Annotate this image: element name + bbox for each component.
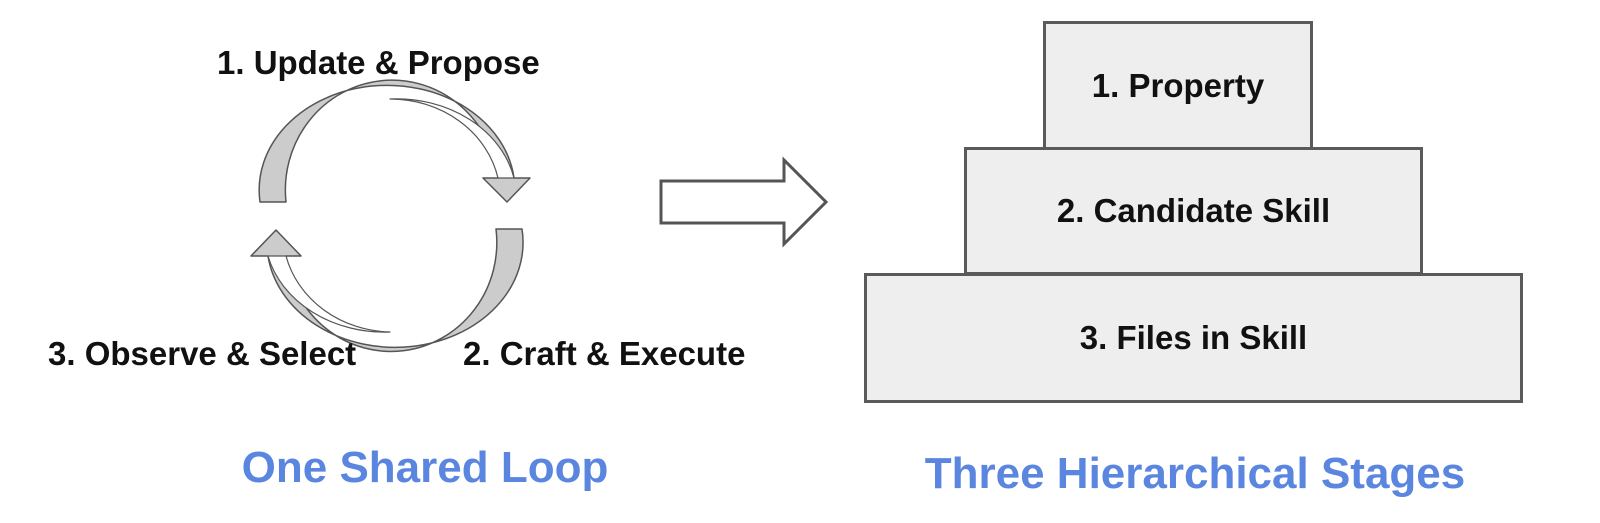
loop-step-3-label: 3. Observe & Select (48, 335, 357, 372)
cycle-arrow-bottom-highlight (267, 255, 391, 333)
cycle-arrows-icon (250, 79, 531, 353)
right-arrow-icon (659, 156, 829, 248)
stage-tier-1-label: 1. Property (1091, 66, 1265, 104)
cycle-arrow-top (258, 79, 531, 203)
loop-caption: One Shared Loop (241, 443, 609, 492)
cycle-arrow-bottom (250, 228, 524, 353)
stages-caption: Three Hierarchical Stages (924, 449, 1466, 498)
loop-step-1-label: 1. Update & Propose (217, 44, 540, 81)
loop-step-2-label: 2. Craft & Execute (463, 335, 746, 372)
cycle-arrow-top-highlight (389, 98, 515, 179)
stage-tier-2-label: 2. Candidate Skill (1056, 192, 1331, 229)
stage-tier-3: 3. Files in Skill (864, 273, 1523, 403)
stage-tier-1: 1. Property (1043, 21, 1313, 150)
stage-tier-2: 2. Candidate Skill (964, 147, 1423, 275)
stage-tier-3-label: 3. Files in Skill (1079, 319, 1308, 356)
